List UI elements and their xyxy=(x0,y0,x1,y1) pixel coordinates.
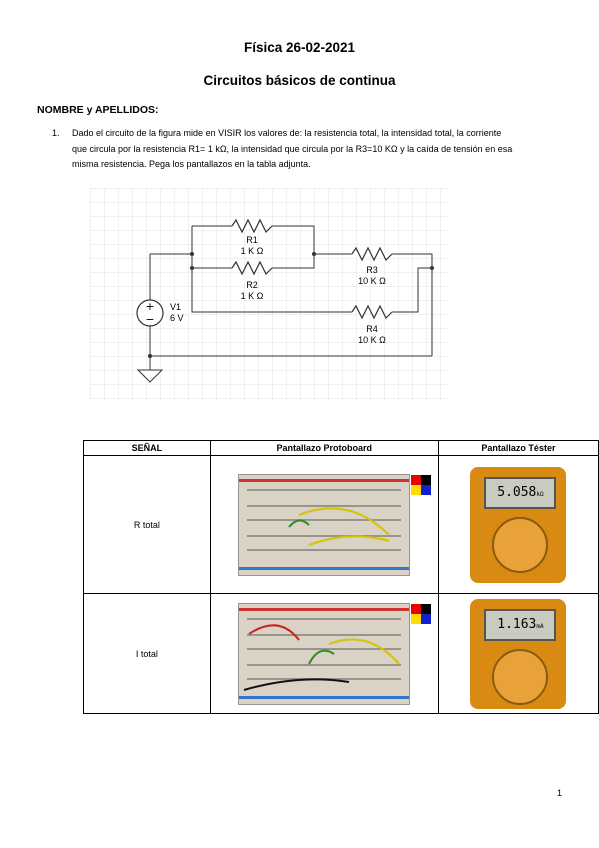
multimeter-dial-icon xyxy=(492,648,549,705)
multimeter-unit: mA xyxy=(536,622,544,630)
multimeter-reading: 1.163 xyxy=(497,616,537,632)
breadboard-icon xyxy=(239,478,410,570)
v1-name: V1 xyxy=(170,302,181,312)
question-line-3: misma resistencia. Pega los pantallazos … xyxy=(72,159,311,169)
resistor-r2 xyxy=(231,260,273,276)
circuit-schematic: + − R1 1 K Ω R2 1 K Ω R3 10 K Ω R4 10 K … xyxy=(90,188,448,400)
protoboard-cell xyxy=(209,593,439,714)
document-subtitle: Circuitos básicos de continua xyxy=(203,73,396,88)
source-plus-sign: + xyxy=(145,300,154,313)
table-header-row: SEÑAL Pantallazo Protoboard Pantallazo T… xyxy=(83,440,599,456)
r3-name: R3 xyxy=(366,265,378,275)
multimeter-dial-icon xyxy=(492,516,549,573)
r1-name: R1 xyxy=(246,235,258,245)
voltage-source-v1 xyxy=(136,299,164,327)
ground-icon xyxy=(136,369,164,383)
table-row: R total xyxy=(83,455,599,594)
question-line-2: que circula por la resistencia R1= 1 kΩ,… xyxy=(72,143,513,154)
question-line-1: Dado el circuito de la figura mide en VI… xyxy=(72,128,502,138)
protoboard-screenshot xyxy=(238,473,432,576)
resistor-r1 xyxy=(231,218,273,234)
source-minus-sign: − xyxy=(145,313,154,326)
tester-cell: 1.163mA xyxy=(437,593,599,714)
v1-value: 6 V xyxy=(170,313,184,323)
multimeter-reading: 5.058 xyxy=(497,484,537,500)
name-label: NOMBRE y APELLIDOS: xyxy=(37,104,159,116)
header-tester: Pantallazo Téster xyxy=(437,440,599,456)
signal-cell: I total xyxy=(83,593,211,714)
question-text: Dado el circuito de la figura mide en VI… xyxy=(72,126,569,173)
r1-value: 1 K Ω xyxy=(241,246,264,256)
breadboard-icon xyxy=(239,607,410,699)
document-title: Física 26-02-2021 xyxy=(243,40,356,55)
signal-cell: R total xyxy=(83,455,211,594)
header-protoboard: Pantallazo Protoboard xyxy=(209,440,439,456)
table-row: I total xyxy=(83,593,599,714)
header-signal: SEÑAL xyxy=(83,440,211,456)
r2-name: R2 xyxy=(246,280,258,290)
color-legend-icon xyxy=(411,603,432,624)
r3-value: 10 K Ω xyxy=(358,276,386,286)
results-table: SEÑAL Pantallazo Protoboard Pantallazo T… xyxy=(83,440,599,714)
protoboard-screenshot xyxy=(238,602,432,705)
schematic-grid xyxy=(90,188,448,400)
color-legend-icon xyxy=(411,474,432,495)
multimeter-unit: kΩ xyxy=(536,490,544,498)
protoboard-cell xyxy=(209,455,439,594)
page-number: 1 xyxy=(557,788,563,798)
multimeter-screenshot: 5.058kΩ xyxy=(470,466,567,583)
r2-value: 1 K Ω xyxy=(241,291,264,301)
resistor-r3 xyxy=(351,246,393,262)
multimeter-screenshot: 1.163mA xyxy=(470,598,567,709)
r4-value: 10 K Ω xyxy=(358,335,386,345)
r4-name: R4 xyxy=(366,324,378,334)
resistor-r4 xyxy=(351,304,393,320)
tester-cell: 5.058kΩ xyxy=(437,455,599,594)
question-number: 1. xyxy=(52,128,60,138)
